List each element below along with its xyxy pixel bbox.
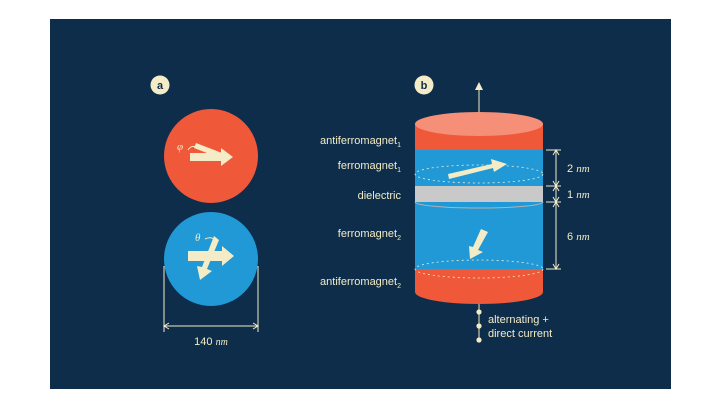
dielectric-bottom-edge	[414, 201, 544, 209]
panel-b-tag: b	[421, 80, 428, 92]
phi-symbol: φ	[177, 141, 183, 153]
ferromagnet-1-moment-arrow-icon	[448, 159, 507, 179]
pillar-stack	[414, 112, 544, 304]
thickness-dimension-lines	[546, 149, 561, 270]
pinned-moment-arrows-icon	[190, 143, 233, 166]
panel-b: b	[320, 75, 590, 343]
thickness-dielectric: 1 nm	[567, 189, 590, 201]
diameter-dimension-lines	[163, 266, 259, 332]
label-ferromagnet-1: ferromagnet1	[338, 160, 401, 174]
label-dielectric: dielectric	[358, 190, 402, 202]
dielectric-layer	[415, 186, 543, 202]
phi-angle-arc-icon	[187, 145, 198, 151]
panel-b-badge	[414, 75, 434, 95]
label-ferromagnet-2: ferromagnet2	[338, 228, 401, 242]
bottom-lead	[476, 304, 482, 343]
panel-a-badge	[150, 75, 170, 95]
current-label-line2: direct current	[488, 328, 552, 340]
theta-angle-arc-icon	[204, 237, 216, 241]
label-antiferromagnet-1: antiferromagnet1	[320, 135, 401, 149]
thickness-ferromagnet-2: 6 nm	[567, 231, 590, 243]
antiferromagnet-2-layer	[415, 269, 543, 304]
thickness-ferromagnet-1: 2 nm	[567, 163, 590, 175]
current-label-line1: alternating +	[488, 314, 549, 326]
label-antiferromagnet-2: antiferromagnet2	[320, 276, 401, 290]
diameter-label: 140 nm	[194, 336, 228, 348]
ferromagnet-2-moment-arrow-icon	[469, 229, 488, 259]
ferromagnet-2-bottom-edge	[414, 259, 544, 279]
ferromagnet-1-edge	[414, 164, 544, 184]
panel-a: a φ θ 140 nm	[150, 75, 259, 348]
antiferromagnet-1-top-face	[415, 112, 543, 136]
free-moment-arrows-icon	[188, 236, 234, 280]
panel-a-tag: a	[157, 80, 164, 92]
top-lead-arrow-icon	[475, 82, 483, 90]
theta-symbol: θ	[195, 232, 201, 244]
